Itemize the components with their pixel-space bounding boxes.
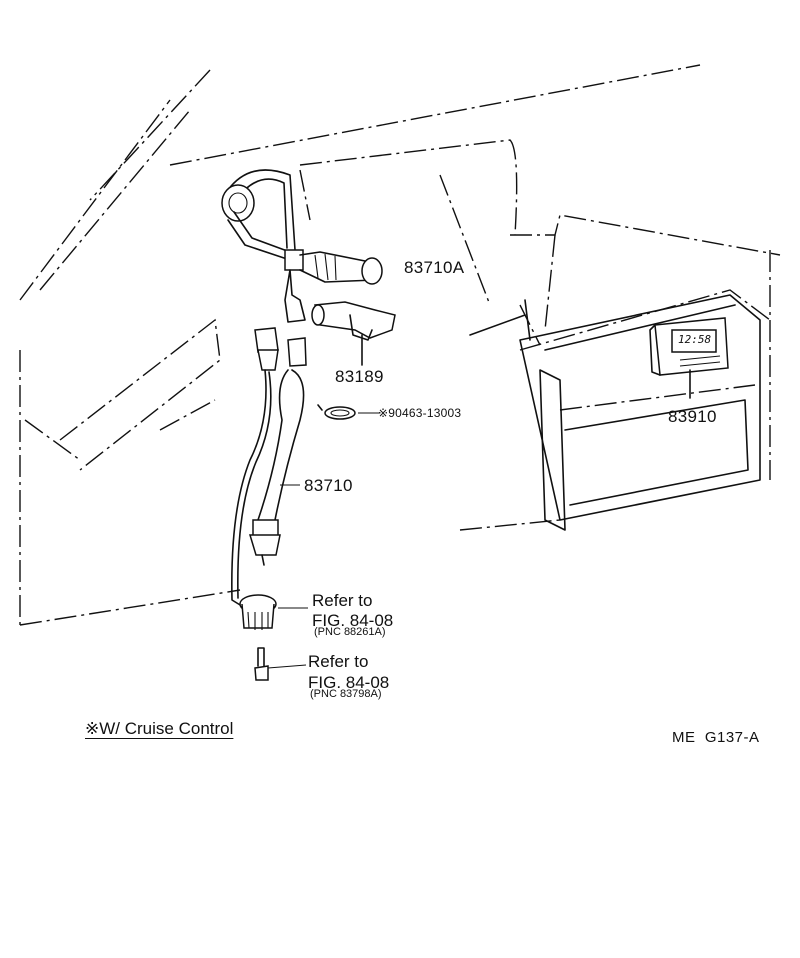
figure-code: ME G137-A <box>672 729 760 746</box>
connector-83798A <box>254 647 307 681</box>
reference-1-pnc: (PNC 88261A) <box>314 626 386 638</box>
cable-83710A <box>221 169 383 323</box>
reference-2-line1: Refer to <box>308 652 369 671</box>
footnote-cruise-control: ※W/ Cruise Control <box>85 719 234 738</box>
harness <box>231 327 279 609</box>
part-label-90463-13003: ※90463-13003 <box>378 406 462 420</box>
clip-90463-13003 <box>317 404 380 420</box>
part-label-83910: 83910 <box>668 407 717 426</box>
connector-88261A <box>239 594 308 630</box>
reference-2-line2: FIG. 84-08 <box>308 673 390 692</box>
part-label-83189: 83189 <box>335 367 384 386</box>
part-label-83710: 83710 <box>304 476 353 495</box>
body-outline <box>19 64 781 630</box>
reference-1-line1: Refer to <box>312 591 373 610</box>
cable-83710 <box>248 337 307 566</box>
clock-83910 <box>649 317 729 399</box>
sensor-83189 <box>311 301 396 366</box>
clock-display: 12:58 <box>678 333 712 346</box>
reference-1-line2: FIG. 84-08 <box>312 611 394 630</box>
part-label-83710A: 83710A <box>404 258 465 277</box>
reference-2-pnc: (PNC 83798A) <box>310 688 382 700</box>
